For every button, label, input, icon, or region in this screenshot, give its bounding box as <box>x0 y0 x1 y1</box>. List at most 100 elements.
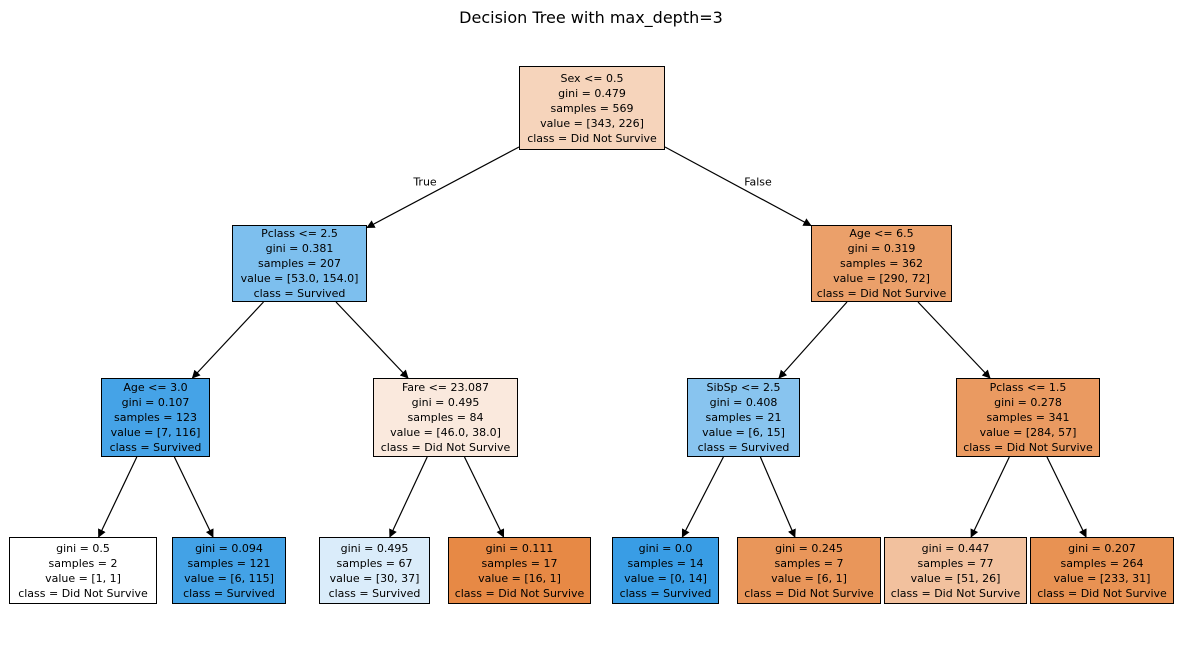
tree-node-depth2-node3: SibSp <= 2.5 gini = 0.408 samples = 21 v… <box>687 378 800 457</box>
node-samples: samples = 121 <box>187 556 271 570</box>
node-class: class = Did Not Survive <box>527 131 657 145</box>
node-condition: SibSp <= 2.5 <box>706 381 781 394</box>
node-samples: samples = 2 <box>48 556 118 570</box>
node-samples: samples = 14 <box>627 556 704 570</box>
edge-n2-to-n6 <box>917 301 991 379</box>
node-gini: gini = 0.495 <box>411 396 480 409</box>
node-value: value = [51, 26] <box>910 571 1001 585</box>
node-value: value = [233, 31] <box>1053 571 1151 585</box>
node-samples: samples = 123 <box>114 411 197 424</box>
edge-label-false: False <box>744 175 772 189</box>
node-value: value = [16, 1] <box>478 571 561 585</box>
node-samples: samples = 569 <box>550 101 634 115</box>
node-class: class = Did Not Survive <box>1037 586 1167 600</box>
tree-node-depth1-right: Age <= 6.5 gini = 0.319 samples = 362 va… <box>811 225 952 302</box>
node-value: value = [6, 1] <box>771 571 847 585</box>
edge-root-to-right <box>664 146 812 227</box>
node-condition: Fare <= 23.087 <box>401 381 490 394</box>
node-samples: samples = 341 <box>986 411 1070 424</box>
node-samples: samples = 21 <box>705 411 782 424</box>
edge-root-to-left <box>366 146 520 229</box>
edge-n3-to-leaf2 <box>173 456 214 538</box>
tree-node-depth2-node4: Pclass <= 1.5 gini = 0.278 samples = 341… <box>956 378 1100 457</box>
node-class: class = Survived <box>183 586 275 600</box>
node-samples: samples = 67 <box>336 556 413 570</box>
node-value: value = [290, 72] <box>833 272 930 285</box>
node-class: class = Survived <box>109 441 202 454</box>
node-gini: gini = 0.107 <box>121 396 190 409</box>
node-gini: gini = 0.319 <box>847 242 916 255</box>
edge-n1-to-n3 <box>191 301 264 379</box>
node-gini: gini = 0.447 <box>921 541 990 555</box>
node-gini: gini = 0.245 <box>775 541 843 555</box>
edge-n5-to-leaf5 <box>681 456 724 538</box>
node-class: class = Survived <box>619 586 712 600</box>
node-value: value = [1, 1] <box>45 571 121 585</box>
tree-leaf-3: gini = 0.495 samples = 67 value = [30, 3… <box>319 537 430 604</box>
edge-n6-to-leaf7 <box>970 456 1010 538</box>
figure-title: Decision Tree with max_depth=3 <box>459 8 723 27</box>
node-gini: gini = 0.0 <box>638 541 693 555</box>
edge-n4-to-leaf3 <box>389 456 428 538</box>
node-value: value = [284, 57] <box>979 426 1077 439</box>
tree-leaf-2: gini = 0.094 samples = 121 value = [6, 1… <box>172 537 286 604</box>
node-gini: gini = 0.207 <box>1068 541 1136 555</box>
node-class: class = Did Not Survive <box>744 586 874 600</box>
node-value: value = [0, 14] <box>624 571 707 585</box>
node-class: class = Did Not Survive <box>18 586 148 600</box>
node-class: class = Survived <box>697 441 790 454</box>
node-gini: gini = 0.495 <box>340 541 409 555</box>
tree-node-depth2-node1: Age <= 3.0 gini = 0.107 samples = 123 va… <box>101 378 210 457</box>
tree-node-root: Sex <= 0.5 gini = 0.479 samples = 569 va… <box>519 66 665 150</box>
tree-leaf-4: gini = 0.111 samples = 17 value = [16, 1… <box>448 537 591 604</box>
tree-leaf-1: gini = 0.5 samples = 2 value = [1, 1] cl… <box>9 537 157 604</box>
node-condition: Pclass <= 1.5 <box>989 381 1067 394</box>
edge-n2-to-n5 <box>778 301 848 379</box>
node-value: value = [53.0, 154.0] <box>240 272 359 285</box>
node-class: class = Survived <box>253 287 346 300</box>
node-class: class = Did Not Survive <box>963 441 1093 454</box>
edge-label-true: True <box>413 175 437 189</box>
node-class: class = Did Not Survive <box>890 586 1021 600</box>
node-value: value = [6, 115] <box>184 571 274 585</box>
node-samples: samples = 207 <box>258 257 341 270</box>
edge-n6-to-leaf8 <box>1046 456 1087 538</box>
node-gini: gini = 0.278 <box>994 396 1062 409</box>
node-gini: gini = 0.5 <box>56 541 110 555</box>
node-gini: gini = 0.408 <box>709 396 778 409</box>
node-gini: gini = 0.479 <box>558 86 626 100</box>
node-class: class = Did Not Survive <box>380 441 511 454</box>
tree-leaf-5: gini = 0.0 samples = 14 value = [0, 14] … <box>612 537 719 604</box>
node-class: class = Survived <box>328 586 421 600</box>
tree-leaf-6: gini = 0.245 samples = 7 value = [6, 1] … <box>737 537 881 604</box>
node-samples: samples = 362 <box>840 257 923 270</box>
edge-n4-to-leaf4 <box>463 456 505 538</box>
tree-leaf-7: gini = 0.447 samples = 77 value = [51, 2… <box>884 537 1027 604</box>
node-condition: Pclass <= 2.5 <box>261 227 338 240</box>
node-class: class = Did Not Survive <box>816 287 947 300</box>
node-samples: samples = 7 <box>774 556 844 570</box>
node-gini: gini = 0.094 <box>195 541 263 555</box>
node-condition: Age <= 3.0 <box>123 381 188 394</box>
node-condition: Age <= 6.5 <box>849 227 914 240</box>
node-samples: samples = 17 <box>481 556 558 570</box>
edge-n5-to-leaf6 <box>759 456 796 538</box>
node-class: class = Did Not Survive <box>454 586 585 600</box>
node-value: value = [46.0, 38.0] <box>390 426 501 439</box>
node-samples: samples = 264 <box>1060 556 1144 570</box>
edge-n1-to-n4 <box>335 301 409 379</box>
node-condition: Sex <= 0.5 <box>560 71 624 85</box>
node-gini: gini = 0.381 <box>265 242 334 255</box>
node-samples: samples = 84 <box>407 411 484 424</box>
node-value: value = [7, 116] <box>110 426 201 439</box>
edge-n3-to-leaf1 <box>98 456 138 538</box>
node-value: value = [6, 15] <box>702 426 785 439</box>
node-value: value = [343, 226] <box>540 116 644 130</box>
tree-node-depth1-left: Pclass <= 2.5 gini = 0.381 samples = 207… <box>232 225 367 302</box>
tree-node-depth2-node2: Fare <= 23.087 gini = 0.495 samples = 84… <box>373 378 518 457</box>
node-samples: samples = 77 <box>917 556 994 570</box>
node-value: value = [30, 37] <box>329 571 420 585</box>
tree-leaf-8: gini = 0.207 samples = 264 value = [233,… <box>1030 537 1174 604</box>
